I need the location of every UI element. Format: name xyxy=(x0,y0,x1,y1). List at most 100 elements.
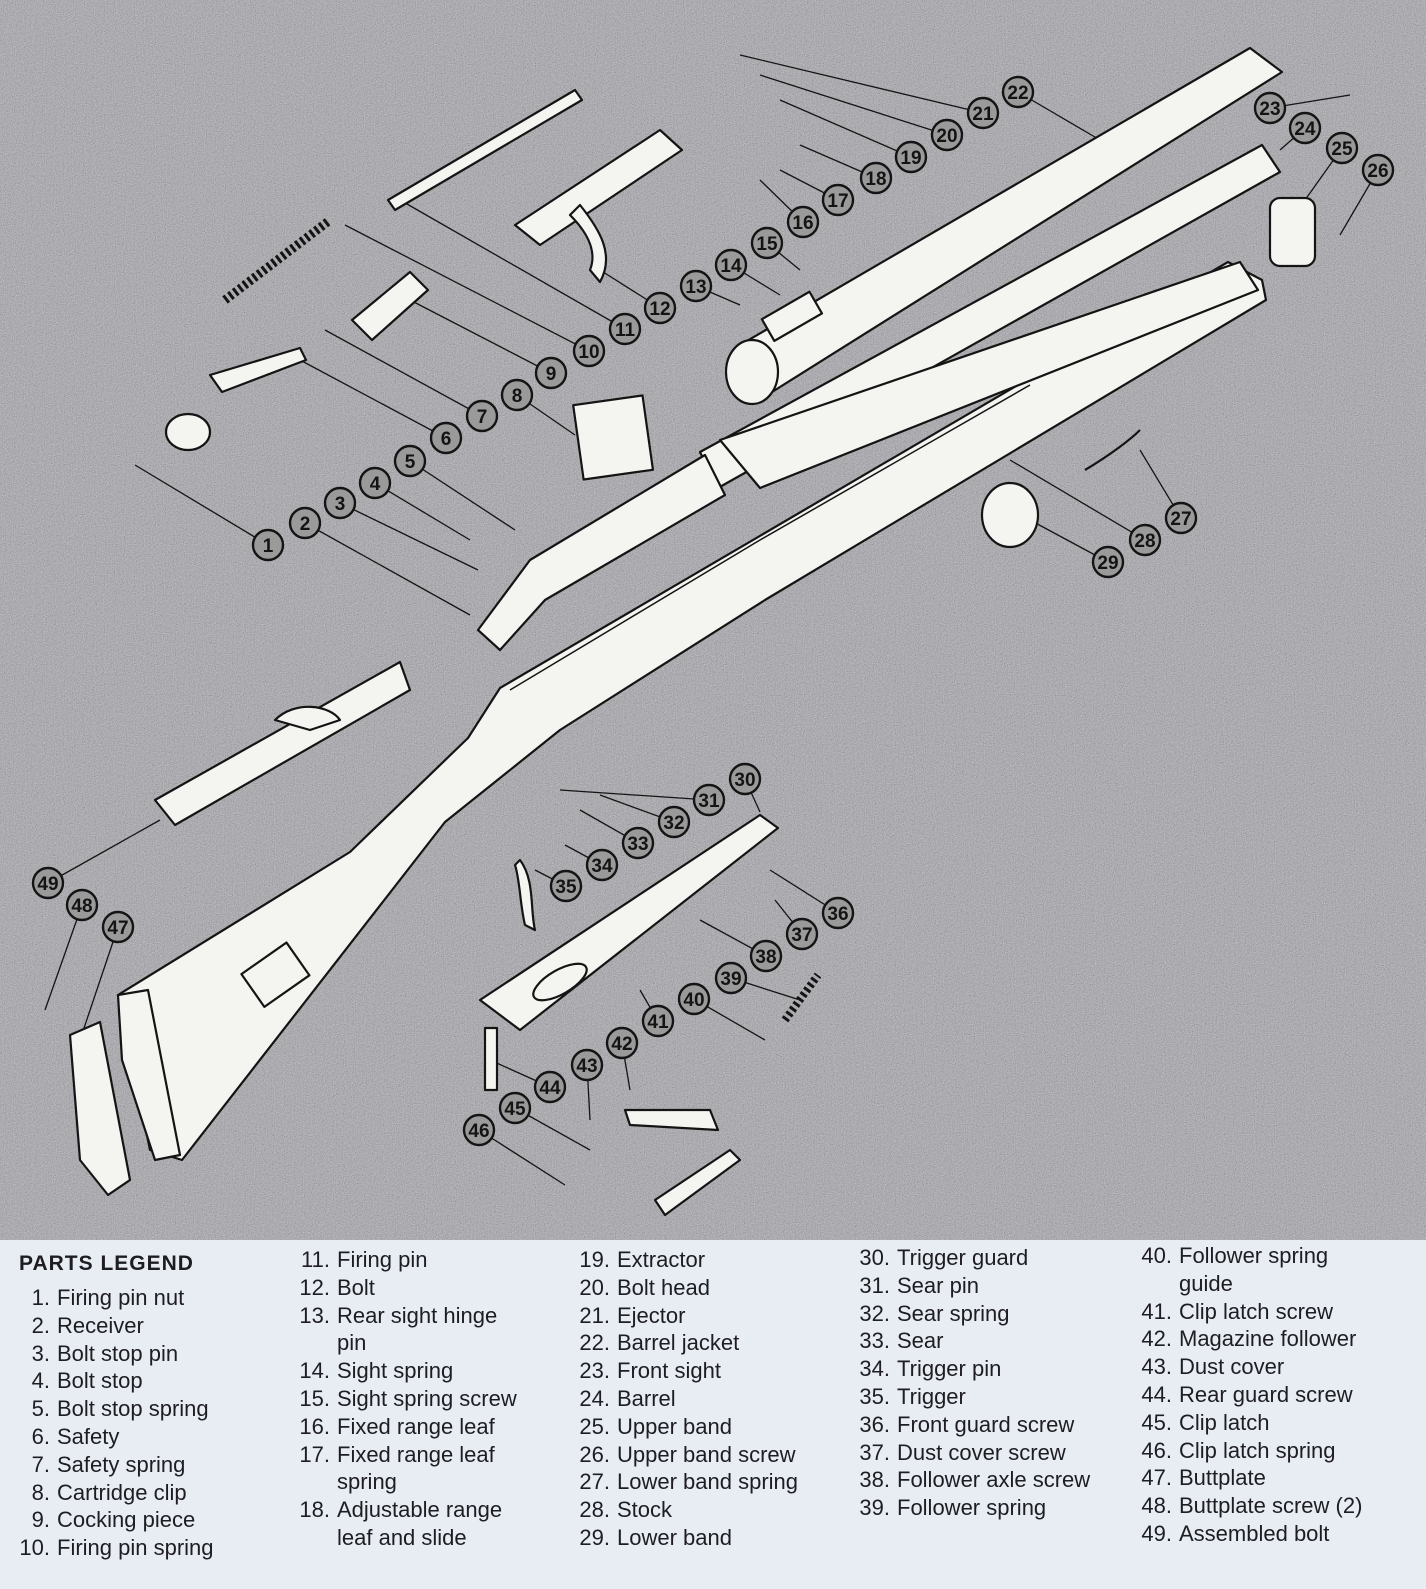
callout-number: 35 xyxy=(555,877,577,898)
legend-item: 28. Stock xyxy=(562,1496,798,1524)
legend-item-number: 18. xyxy=(299,1497,330,1523)
legend-item-label: Adjustable range leaf and slide xyxy=(337,1497,503,1550)
legend-item-number: 24. xyxy=(579,1385,610,1411)
rear-sight xyxy=(760,290,824,342)
callout-15: 15 xyxy=(750,226,784,260)
legend-item-number: 26. xyxy=(579,1441,610,1467)
legend-item: 7.Safety spring xyxy=(2,1451,214,1479)
callout-7: 7 xyxy=(465,399,499,433)
legend-item-number: 32. xyxy=(859,1300,890,1326)
leader-line xyxy=(304,522,471,616)
legend-item-number: 2. xyxy=(31,1312,50,1338)
legend-item-number: 48. xyxy=(1141,1493,1172,1519)
legend-item: 42.Magazine follower xyxy=(1124,1325,1362,1353)
legend-item-label: Clip latch xyxy=(1179,1409,1270,1435)
stock-sling-slot xyxy=(240,941,311,1008)
callout-number: 32 xyxy=(663,813,684,834)
legend-item: 12.Bolt xyxy=(282,1274,517,1302)
legend-item-number: 15. xyxy=(299,1385,330,1411)
legend-item-label: Clip latch spring xyxy=(1179,1437,1336,1463)
legend-item-label: Stock xyxy=(617,1497,673,1523)
leader-line xyxy=(409,299,552,374)
callout-number: 23 xyxy=(1259,99,1280,120)
stock xyxy=(116,260,1268,1162)
callout-number: 46 xyxy=(468,1121,489,1142)
legend-item-label: Buttplate xyxy=(1179,1465,1266,1491)
legend-item-label: Ejector xyxy=(617,1302,686,1328)
callout-circle xyxy=(65,888,99,922)
leader-line xyxy=(478,1129,566,1186)
firing-pin-nut xyxy=(164,412,212,452)
legend-item: 31.Sear pin xyxy=(842,1272,1090,1300)
callout-group: 1234567891011121314151617181920212223242… xyxy=(31,75,1395,1147)
callout-circle xyxy=(608,312,642,346)
callout-circle xyxy=(894,140,928,174)
callout-number: 36 xyxy=(827,904,848,925)
callout-number: 2 xyxy=(300,514,311,535)
legend-item-number: 19. xyxy=(579,1247,610,1272)
callout-42: 42 xyxy=(605,1026,639,1060)
leader-line xyxy=(299,359,447,439)
callout-35: 35 xyxy=(549,869,583,903)
legend-item-label: Front guard screw xyxy=(897,1411,1075,1437)
callout-circle xyxy=(859,161,893,195)
legend-item-number: 40. xyxy=(1141,1243,1172,1268)
legend-item-label: Receiver xyxy=(57,1312,144,1338)
legend-item-label: Clip latch screw xyxy=(1179,1298,1334,1324)
callout-number: 43 xyxy=(576,1056,597,1077)
leader-line xyxy=(324,329,483,417)
legend-item-number: 21. xyxy=(579,1302,610,1328)
exploded-rifle-diagram: 1234567891011121314151617181920212223242… xyxy=(0,0,1426,1240)
legend-item: 4.Bolt stop xyxy=(2,1367,214,1395)
leader-line xyxy=(779,99,912,158)
legend-item: 25.Upper band xyxy=(562,1413,798,1441)
legend-item-label: Magazine follower xyxy=(1179,1326,1357,1352)
legend-item-number: 30. xyxy=(859,1245,890,1270)
legend-item-number: 4. xyxy=(31,1368,50,1394)
callout-circle xyxy=(821,183,855,217)
legend-item-number: 36. xyxy=(859,1411,890,1437)
callout-32: 32 xyxy=(657,805,691,839)
callout-4: 4 xyxy=(358,466,392,500)
callout-circle xyxy=(429,421,463,455)
legend-item-label: Firing pin nut xyxy=(57,1285,185,1310)
callout-14: 14 xyxy=(714,248,748,282)
callout-28: 28 xyxy=(1128,523,1162,557)
callout-number: 3 xyxy=(335,494,346,515)
callout-number: 6 xyxy=(441,429,452,450)
callout-45: 45 xyxy=(498,1091,532,1125)
legend-item-label: Firing pin xyxy=(337,1247,428,1272)
legend-item: 41. Clip latch screw xyxy=(1124,1298,1362,1326)
legend-item-number: 6. xyxy=(31,1423,50,1449)
bolt-handle xyxy=(568,203,608,284)
callout-25: 25 xyxy=(1325,131,1359,165)
callout-number: 31 xyxy=(698,791,720,812)
callout-34: 34 xyxy=(585,848,619,882)
callout-9: 9 xyxy=(534,356,568,390)
callout-number: 26 xyxy=(1367,161,1388,182)
callout-47: 47 xyxy=(101,910,135,944)
callout-number: 24 xyxy=(1294,119,1316,140)
legend-item: 18. Adjustable range leaf and slide xyxy=(282,1496,517,1552)
legend-item-number: 5. xyxy=(31,1396,50,1422)
callout-number: 37 xyxy=(791,925,812,946)
callout-circle xyxy=(785,917,819,951)
legend-item: 46.Clip latch spring xyxy=(1124,1437,1362,1465)
callout-number: 4 xyxy=(370,474,381,495)
legend-item: 10.Firing pin spring xyxy=(2,1534,213,1562)
callout-circle xyxy=(1001,75,1035,109)
parts xyxy=(68,46,1317,1217)
legend-item: 44.Rear guard screw xyxy=(1124,1381,1362,1409)
lower-band-spring xyxy=(1084,429,1141,471)
legend-item-label: Barrel xyxy=(617,1385,676,1411)
legend-item-label: Upper band screw xyxy=(617,1441,796,1467)
legend-item-number: 28. xyxy=(579,1497,610,1523)
legend-item-number: 41. xyxy=(1141,1298,1172,1324)
callout-48: 48 xyxy=(65,888,99,922)
callout-46: 46 xyxy=(462,1113,496,1147)
callout-number: 27 xyxy=(1170,509,1191,530)
receiver xyxy=(476,453,727,652)
stock-detail xyxy=(509,384,1031,691)
legend-item-label: Front sight xyxy=(617,1358,721,1384)
